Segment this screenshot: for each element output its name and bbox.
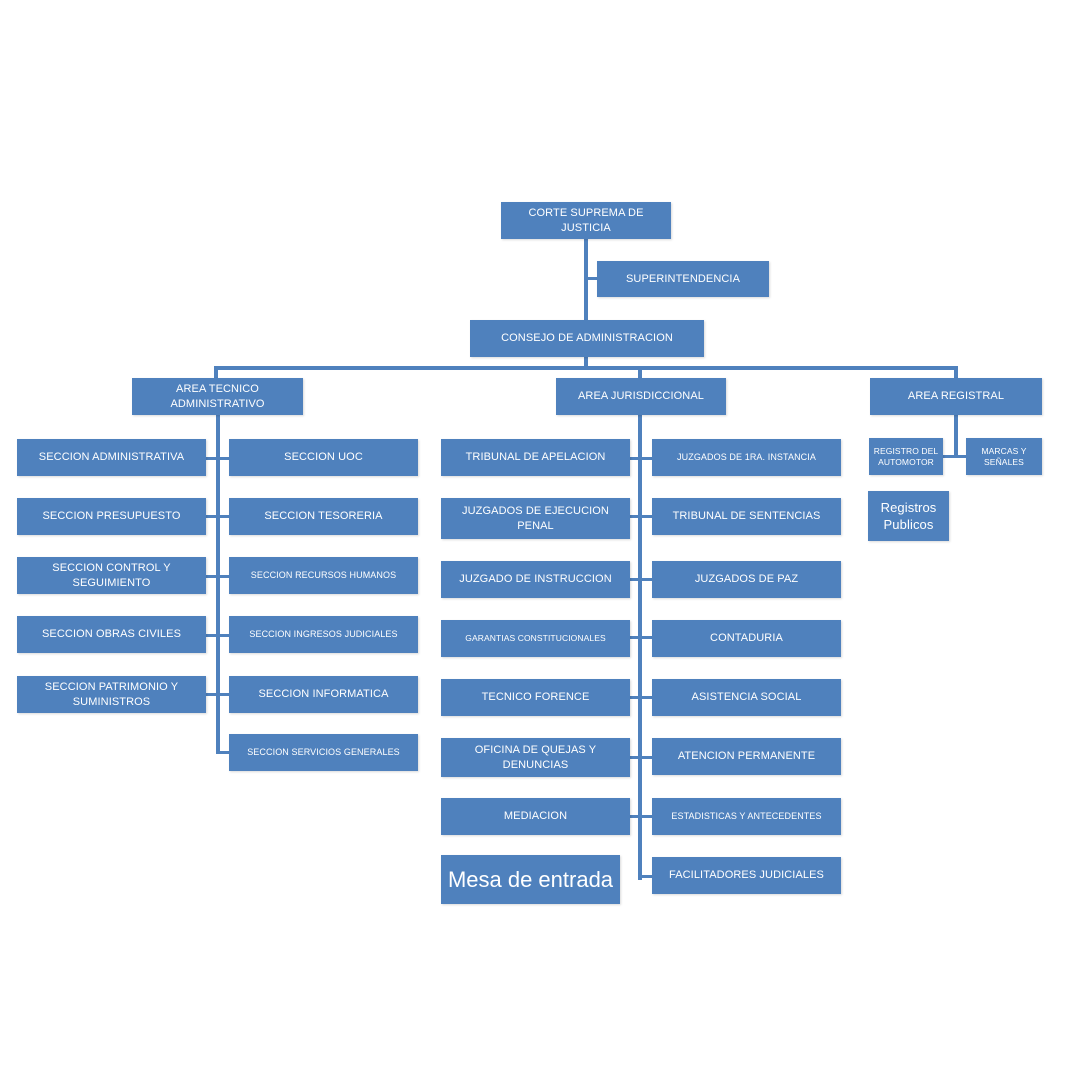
box-seccion-control-seguimiento: SECCION CONTROL Y SEGUIMIENTO — [17, 557, 206, 594]
connector-tecnico-stub — [206, 515, 230, 518]
box-label: SECCION OBRAS CIVILES — [41, 628, 182, 640]
box-label: SECCION CONTROL Y SEGUIMIENTO — [52, 561, 171, 589]
box-registro-automotor: REGISTRO DEL AUTOMOTOR — [869, 438, 943, 475]
connector-bus-to-jurisdiccional — [638, 366, 642, 380]
connector-consejo-down — [584, 356, 588, 368]
box-label: MEDIACION — [503, 810, 568, 822]
box-tribunal-apelacion: TRIBUNAL DE APELACION — [441, 439, 630, 476]
box-seccion-informatica: SECCION INFORMATICA — [229, 676, 418, 713]
box-seccion-recursos-humanos: SECCION RECURSOS HUMANOS — [229, 557, 418, 594]
box-label: OFICINA DE QUEJAS Y DENUNCIAS — [474, 743, 597, 771]
box-seccion-ingresos-judiciales: SECCION INGRESOS JUDICIALES — [229, 616, 418, 653]
box-seccion-servicios-generales: SECCION SERVICIOS GENERALES — [229, 734, 418, 771]
box-label: JUZGADOS DE PAZ — [694, 573, 799, 585]
box-label: SUPERINTENDENCIA — [625, 272, 741, 285]
box-area-tecnico-administrativo: AREA TECNICO ADMINISTRATIVO — [132, 378, 303, 415]
connector-tecnico-stub — [206, 457, 230, 460]
box-superintendencia: SUPERINTENDENCIA — [597, 261, 769, 297]
box-label: CORTE SUPREMA DE JUSTICIA — [528, 206, 644, 234]
box-label: JUZGADOS DE EJECUCION PENAL — [462, 504, 609, 532]
box-seccion-obras-civiles: SECCION OBRAS CIVILES — [17, 616, 206, 653]
box-label: TRIBUNAL DE SENTENCIAS — [672, 510, 821, 522]
box-label: SECCION INFORMATICA — [258, 688, 389, 700]
box-label: SECCION SERVICIOS GENERALES — [247, 747, 400, 757]
connector-superintendencia-branch — [586, 277, 598, 280]
box-mesa-de-entrada: Mesa de entrada — [441, 855, 620, 904]
connector-registral-stub — [942, 455, 966, 458]
box-label: MARCAS Y SEÑALES — [981, 445, 1027, 467]
box-area-registral: AREA REGISTRAL — [870, 378, 1042, 415]
box-label: SECCION TESORERIA — [264, 510, 383, 522]
box-label: SECCION PATRIMONIO Y SUMINISTROS — [44, 680, 179, 708]
box-seccion-patrimonio-suministros: SECCION PATRIMONIO Y SUMINISTROS — [17, 676, 206, 713]
box-label: ASISTENCIA SOCIAL — [691, 691, 802, 703]
box-label: REGISTRO DEL AUTOMOTOR — [873, 445, 939, 467]
box-label: Mesa de entrada — [447, 866, 614, 892]
box-label: ESTADISTICAS Y ANTECEDENTES — [671, 811, 822, 821]
connector-jurisdiccional-stub — [628, 457, 652, 460]
connector-bus-to-tecnico — [214, 366, 218, 380]
connector-jurisdiccional-stub — [628, 578, 652, 581]
connector-registral-spine — [954, 414, 958, 458]
connector-tecnico-spine — [216, 414, 220, 754]
box-estadisticas-antecedentes: ESTADISTICAS Y ANTECEDENTES — [652, 798, 841, 835]
box-facilitadores-judiciales: FACILITADORES JUDICIALES — [652, 857, 841, 894]
box-label: SECCION RECURSOS HUMANOS — [250, 570, 397, 580]
box-asistencia-social: ASISTENCIA SOCIAL — [652, 679, 841, 716]
connector-jurisdiccional-stub — [628, 815, 652, 818]
connector-tecnico-stub — [206, 693, 230, 696]
connector-jurisdiccional-spine — [638, 414, 642, 880]
box-label: SECCION UOC — [284, 451, 363, 463]
box-consejo-administracion: CONSEJO DE ADMINISTRACION — [470, 320, 704, 357]
box-area-jurisdiccional: AREA JURISDICCIONAL — [556, 378, 726, 415]
box-seccion-tesoreria: SECCION TESORERIA — [229, 498, 418, 535]
box-garantias-constitucionales: GARANTIAS CONSTITUCIONALES — [441, 620, 630, 657]
connector-bus-to-registral — [954, 366, 958, 380]
connector-jurisdiccional-stub — [628, 515, 652, 518]
box-label: JUZGADO DE INSTRUCCION — [459, 573, 612, 585]
connector-tecnico-stub — [206, 634, 230, 637]
box-corte-suprema: CORTE SUPREMA DE JUSTICIA — [501, 202, 671, 239]
box-label: SECCION ADMINISTRATIVA — [38, 451, 185, 463]
box-juzgados-1ra-instancia: JUZGADOS DE 1RA. INSTANCIA — [652, 439, 841, 476]
box-juzgado-instruccion: JUZGADO DE INSTRUCCION — [441, 561, 630, 598]
connector-jurisdiccional-stub — [628, 756, 652, 759]
box-tribunal-sentencias: TRIBUNAL DE SENTENCIAS — [652, 498, 841, 535]
connector-jurisdiccional-stub — [628, 636, 652, 639]
connector-tecnico-stub — [218, 751, 230, 754]
connector-root-to-consejo — [584, 238, 588, 322]
box-contaduria: CONTADURIA — [652, 620, 841, 657]
box-label: AREA JURISDICCIONAL — [578, 390, 704, 402]
box-label: SECCION INGRESOS JUDICIALES — [249, 629, 398, 639]
box-marcas-senales: MARCAS Y SEÑALES — [966, 438, 1042, 475]
box-label: GARANTIAS CONSTITUCIONALES — [465, 633, 606, 643]
box-seccion-administrativa: SECCION ADMINISTRATIVA — [17, 439, 206, 476]
box-oficina-quejas-denuncias: OFICINA DE QUEJAS Y DENUNCIAS — [441, 738, 630, 777]
box-tecnico-forence: TECNICO FORENCE — [441, 679, 630, 716]
connector-jurisdiccional-stub — [628, 696, 652, 699]
box-label: TECNICO FORENCE — [481, 691, 590, 703]
connector-areas-bus — [214, 366, 958, 370]
box-label: ATENCION PERMANENTE — [677, 750, 816, 762]
box-juzgados-paz: JUZGADOS DE PAZ — [652, 561, 841, 598]
box-label: FACILITADORES JUDICIALES — [668, 869, 824, 881]
box-mediacion: MEDIACION — [441, 798, 630, 835]
box-label: SECCION PRESUPUESTO — [42, 510, 181, 522]
box-label: Registros Publicos — [880, 500, 937, 532]
connector-tecnico-stub — [206, 575, 230, 578]
box-registros-publicos: Registros Publicos — [868, 491, 949, 541]
box-label: CONTADURIA — [710, 632, 783, 644]
box-atencion-permanente: ATENCION PERMANENTE — [652, 738, 841, 775]
connector-jurisdiccional-stub — [640, 875, 652, 878]
box-label: JUZGADOS DE 1RA. INSTANCIA — [677, 452, 816, 462]
box-label: TRIBUNAL DE APELACION — [465, 451, 606, 463]
box-label: AREA REGISTRAL — [907, 390, 1005, 402]
box-label: AREA TECNICO ADMINISTRATIVO — [170, 382, 265, 410]
box-seccion-uoc: SECCION UOC — [229, 439, 418, 476]
box-seccion-presupuesto: SECCION PRESUPUESTO — [17, 498, 206, 535]
box-label: CONSEJO DE ADMINISTRACION — [501, 332, 673, 344]
box-juzgados-ejecucion-penal: JUZGADOS DE EJECUCION PENAL — [441, 498, 630, 539]
